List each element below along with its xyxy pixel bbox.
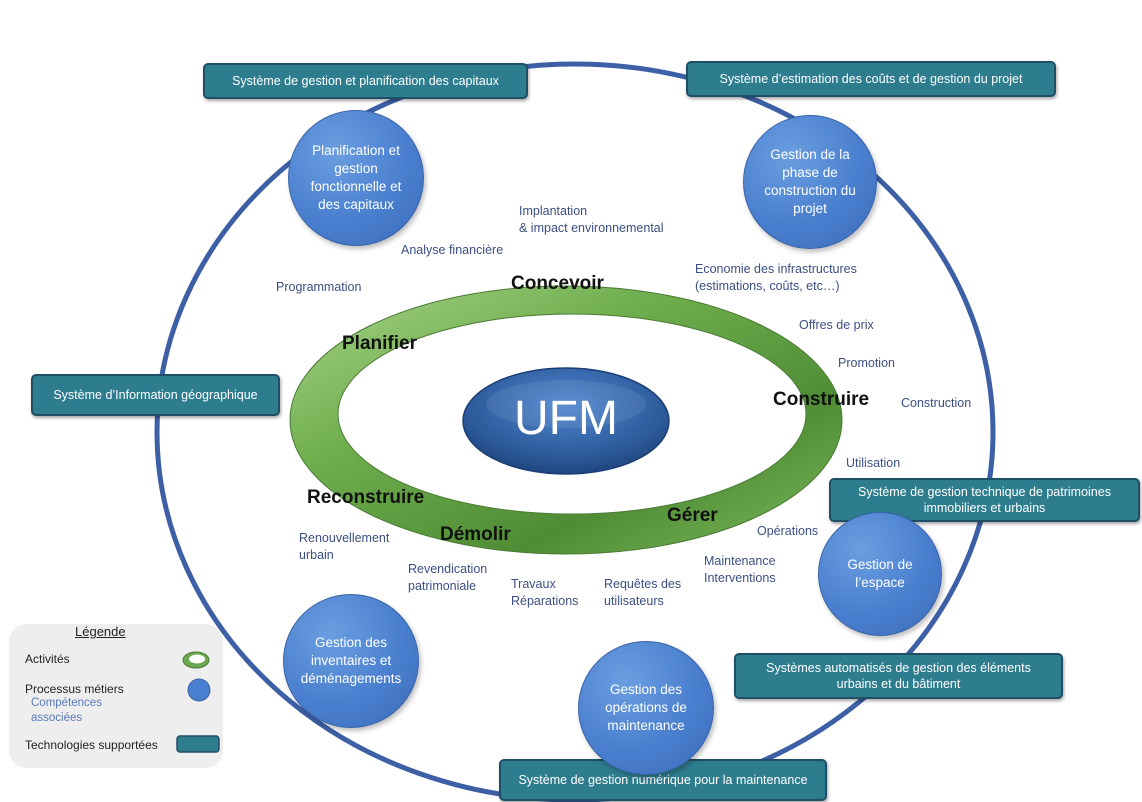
competence-maintenance: Maintenance Interventions [704, 553, 776, 587]
competence-economie-line1: Economie des infrastructures [695, 262, 857, 276]
competence-economie: Economie des infrastructures (estimation… [695, 261, 857, 295]
legend-process-circle-icon [187, 678, 211, 702]
competence-utilisation: Utilisation [846, 456, 901, 470]
competence-maintenance-line2: Interventions [704, 570, 776, 585]
legend-title: Légende [75, 624, 126, 639]
competence-analyse: Analyse financière [401, 243, 504, 257]
competence-offres: Offres de prix [799, 318, 874, 332]
tech-sig: Système d’Information géographique [31, 374, 280, 416]
competence-construction: Construction [901, 396, 972, 410]
legend-processus: Processus métiers [25, 682, 124, 696]
tech-capitaux: Système de gestion et planification des … [203, 63, 528, 99]
competence-revendication-line1: Revendication [408, 562, 488, 576]
activity-planifier: Planifier [342, 333, 417, 354]
legend: Légende Activités Processus métiers Comp… [9, 624, 223, 768]
competence-promotion: Promotion [838, 356, 895, 370]
activity-reconstruire: Reconstruire [307, 487, 425, 508]
activity-gerer: Gérer [667, 505, 718, 526]
competence-requetes-line2: utilisateurs [604, 593, 664, 608]
competence-renouvellement: Renouvellement urbain [299, 530, 389, 564]
competence-requetes: Requêtes des utilisateurs [604, 576, 681, 610]
process-construction: Gestion de la phase de construction du p… [743, 115, 877, 249]
competence-implantation-line1: Implantation [519, 204, 588, 218]
ufm-highlight [486, 380, 646, 428]
tech-automatises: Systèmes automatisés de gestion des élém… [734, 653, 1063, 699]
competence-requetes-line1: Requêtes des [604, 577, 682, 591]
competence-implantation-line2: & impact environnemental [519, 220, 664, 235]
legend-activites: Activités [25, 652, 70, 666]
competence-renouvellement-line2: urbain [299, 547, 334, 562]
competence-travaux-line1: Travaux [511, 577, 556, 591]
competence-revendication: Revendication patrimoniale [408, 561, 487, 595]
process-operations: Gestion des opérations de maintenance [578, 641, 714, 775]
ufm-ellipse [462, 367, 670, 475]
competence-renouvellement-line1: Renouvellement [299, 531, 390, 545]
activity-construire: Construire [773, 389, 870, 410]
competence-economie-line2: (estimations, coûts, etc…) [695, 278, 840, 293]
legend-competences-line2: associées [31, 711, 83, 724]
legend-tech-box-icon [176, 735, 220, 753]
competence-maintenance-line1: Maintenance [704, 554, 776, 568]
activity-concevoir: Concevoir [511, 273, 604, 294]
legend-technologies: Technologies supportées [25, 738, 158, 752]
competence-revendication-line2: patrimoniale [408, 578, 477, 593]
competence-travaux-line2: Réparations [511, 593, 579, 608]
legend-competences: Compétences associées [31, 696, 102, 726]
competence-programmation: Programmation [276, 280, 362, 294]
ufm-label: UFM [514, 392, 618, 445]
activity-demolir: Démolir [440, 524, 511, 545]
process-espace: Gestion de l’espace [818, 512, 942, 636]
competence-travaux: Travaux Réparations [511, 576, 578, 610]
process-planification: Planification et gestion fonctionnelle e… [288, 110, 424, 246]
legend-competences-line1: Compétences [31, 697, 102, 709]
process-inventaires: Gestion des inventaires et déménagements [283, 594, 419, 728]
competence-implantation: Implantation & impact environnemental [519, 203, 664, 237]
competence-operations: Opérations [757, 524, 819, 538]
tech-couts: Système d’estimation des coûts et de ges… [686, 61, 1056, 97]
legend-symbols [176, 651, 220, 753]
